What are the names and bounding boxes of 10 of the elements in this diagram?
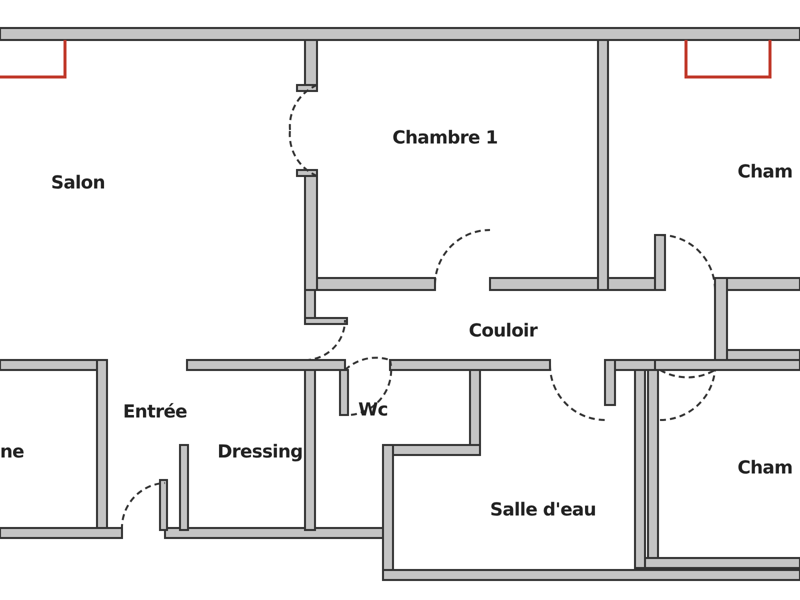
room-label: Couloir	[468, 320, 538, 342]
room-label: ne	[0, 442, 24, 462]
room-label: Salle d'eau	[490, 500, 596, 520]
room-label: Entrée	[123, 402, 187, 422]
room-label: Salon	[51, 172, 105, 194]
room-label: Dressing	[217, 442, 303, 462]
room-label: Cham	[738, 162, 792, 182]
room-label: Cham	[738, 458, 792, 478]
room-label: Wc	[358, 400, 388, 420]
room-label: Chambre 1	[392, 128, 498, 148]
